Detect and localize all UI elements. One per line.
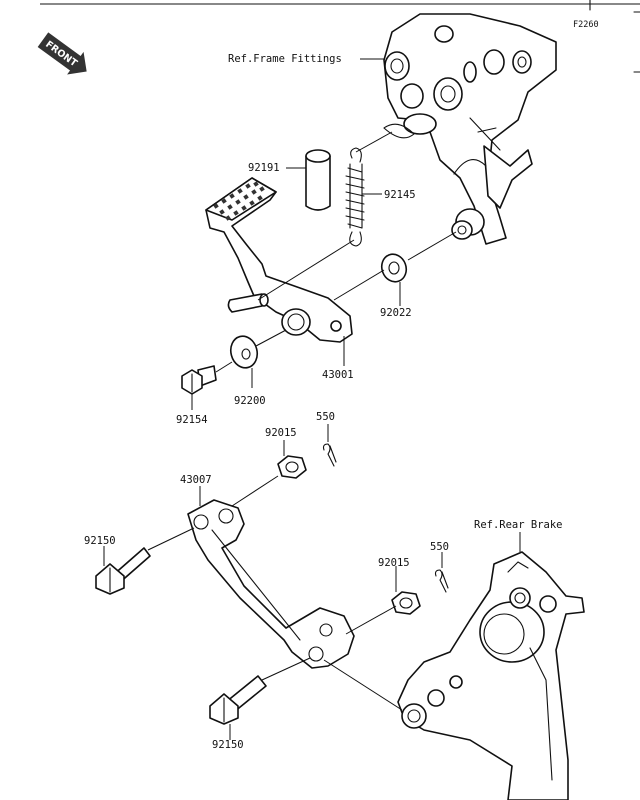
frame-fittings-assembly bbox=[383, 13, 557, 245]
part-label-43007: 43007 bbox=[180, 474, 212, 486]
part-label-92150-bottom: 92150 bbox=[212, 739, 244, 751]
bolt-92154 bbox=[181, 365, 217, 395]
rear-brake-assembly bbox=[397, 551, 585, 800]
cotter-pin-550-top bbox=[322, 443, 337, 467]
ref-rear-brake-label: Ref.Rear Brake bbox=[474, 519, 563, 531]
washer-92022 bbox=[380, 253, 408, 283]
part-label-92022: 92022 bbox=[380, 307, 412, 319]
spring-92145 bbox=[345, 147, 365, 247]
part-label-92191: 92191 bbox=[248, 162, 280, 174]
collar-92191 bbox=[305, 149, 331, 211]
frame-border bbox=[40, 0, 640, 73]
pedal-tread bbox=[213, 181, 265, 221]
diagram-code: F2260 bbox=[573, 20, 599, 30]
bolt-92150-top bbox=[95, 547, 151, 595]
nut-92015-bottom bbox=[391, 591, 421, 615]
part-label-92015-top: 92015 bbox=[265, 427, 297, 439]
part-label-92150-top: 92150 bbox=[84, 535, 116, 547]
part-label-550-bottom: 550 bbox=[430, 541, 449, 553]
ref-frame-fittings-label: Ref.Frame Fittings bbox=[228, 53, 342, 65]
cotter-pin-550-bottom bbox=[434, 569, 449, 593]
nut-92015-top bbox=[277, 455, 307, 479]
brake-rod-43007 bbox=[187, 499, 355, 669]
washer-92200 bbox=[229, 335, 259, 369]
part-label-92200: 92200 bbox=[234, 395, 266, 407]
part-label-550-top: 550 bbox=[316, 411, 335, 423]
part-label-92145: 92145 bbox=[384, 189, 416, 201]
front-direction-badge: FRONT bbox=[37, 32, 87, 75]
part-label-92154: 92154 bbox=[176, 414, 208, 426]
part-label-43001: 43001 bbox=[322, 369, 354, 381]
part-label-92015-bottom: 92015 bbox=[378, 557, 410, 569]
bolt-92150-bottom bbox=[209, 675, 267, 725]
brake-pedal-43001 bbox=[205, 177, 353, 343]
